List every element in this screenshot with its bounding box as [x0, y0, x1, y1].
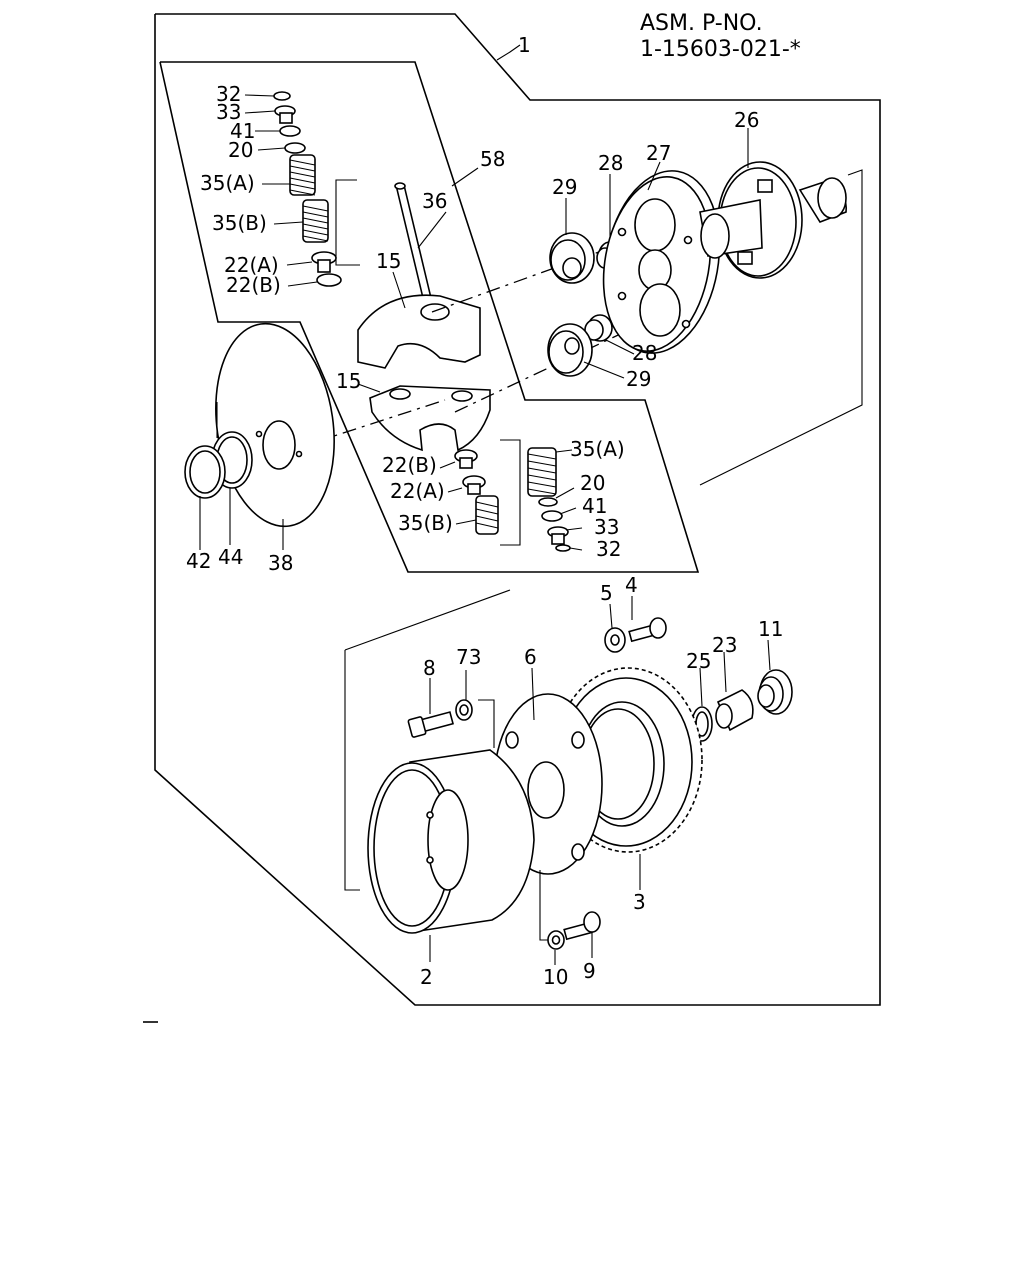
callout-1: 1	[518, 33, 531, 57]
part-22a-body	[317, 259, 331, 273]
centerline-upper	[431, 229, 661, 313]
callout-22a-lower: 22(A)	[390, 479, 445, 503]
callout-10: 10	[543, 965, 568, 989]
part-15-weight-lower	[369, 385, 491, 452]
callout-23: 23	[712, 633, 737, 657]
callout-22a-upper: 22(A)	[224, 253, 279, 277]
callout-11: 11	[758, 617, 783, 641]
part-42-ring	[184, 445, 226, 499]
callout-73: 73	[456, 645, 481, 669]
leader-15-upper	[392, 271, 406, 309]
callout-58: 58	[480, 147, 505, 171]
callout-35b-lower: 35(B)	[398, 511, 453, 535]
part-29-upper	[549, 232, 595, 284]
callout-27: 27	[646, 141, 671, 165]
spring-35a-lower	[527, 447, 557, 497]
callout-5: 5	[600, 581, 613, 605]
part-20-upper	[284, 142, 306, 154]
callout-29-upper: 29	[552, 175, 577, 199]
callout-32-lower: 32	[596, 537, 621, 561]
spring-35b-upper	[302, 199, 329, 243]
assembly-boundary	[154, 13, 881, 1006]
part-23-sleeve	[715, 689, 754, 732]
part-9-bolt	[563, 911, 601, 941]
part-26-hub	[699, 161, 847, 279]
callout-41-upper: 41	[230, 119, 255, 143]
part-38-plate	[215, 322, 335, 528]
part-20-lower	[538, 497, 558, 507]
part-22a-lower	[462, 475, 486, 495]
spring-35a-upper	[289, 154, 316, 196]
assembly-label: ASM. P-NO.	[640, 11, 763, 36]
gear-subassembly-bracket	[344, 650, 360, 891]
weight-subassembly-boundary	[159, 61, 700, 573]
callout-4: 4	[625, 573, 638, 597]
part-29-lower	[547, 323, 593, 377]
leader-15-lower	[357, 383, 381, 393]
part-41-lower	[541, 510, 563, 522]
callout-38: 38	[268, 551, 293, 575]
bracket-line	[344, 589, 511, 651]
part-27-plate	[602, 170, 721, 354]
part-33-body	[279, 112, 293, 124]
part-4-bolt	[628, 617, 667, 643]
callout-28-lower: 28	[632, 341, 657, 365]
leader-58	[451, 167, 479, 187]
part-11-cap	[757, 669, 793, 715]
callout-35a-upper: 35(A)	[200, 171, 255, 195]
callout-8: 8	[423, 656, 436, 680]
callout-42: 42	[186, 549, 211, 573]
callout-15-lower: 15	[336, 369, 361, 393]
spring-35b-lower	[475, 495, 499, 535]
part-28-lower	[584, 314, 613, 342]
callout-28-upper: 28	[598, 151, 623, 175]
callout-44: 44	[218, 545, 243, 569]
valve-stack-upper	[273, 91, 342, 287]
assembly-part-number: 1-15603-021-*	[640, 37, 801, 62]
lower-bolt-bracket	[539, 870, 548, 941]
callout-36: 36	[422, 189, 447, 213]
shaft-bracket	[699, 169, 863, 486]
part-8-bolt	[407, 711, 454, 738]
part-22b-lower	[454, 449, 478, 469]
part-36-pin	[394, 182, 432, 299]
part-5-washer	[604, 627, 626, 653]
callout-26: 26	[734, 108, 759, 132]
callout-22b-lower: 22(B)	[382, 453, 437, 477]
part-22b-upper	[316, 273, 342, 287]
part-73-washer	[455, 699, 473, 721]
part-32-upper	[273, 91, 291, 101]
callout-35b-upper: 35(B)	[212, 211, 267, 235]
bolt-bracket	[478, 699, 495, 748]
callout-22b-upper: 22(B)	[226, 273, 281, 297]
callout-20-lower: 20	[580, 471, 605, 495]
part-15-weight-upper	[357, 294, 481, 369]
part-41-upper	[279, 125, 301, 137]
callout-41-lower: 41	[582, 494, 607, 518]
callout-9: 9	[583, 959, 596, 983]
callout-33-upper: 33	[216, 100, 241, 124]
leader-36	[417, 211, 447, 249]
part-10-washer	[547, 930, 565, 950]
callout-32-upper: 32	[216, 82, 241, 106]
lower-stack-bracket	[500, 439, 521, 546]
callout-3: 3	[633, 890, 646, 914]
callout-15-upper: 15	[376, 249, 401, 273]
callout-35a-lower: 35(A)	[570, 437, 625, 461]
callout-2: 2	[420, 965, 433, 989]
callout-6: 6	[524, 645, 537, 669]
callout-20-upper: 20	[228, 138, 253, 162]
leader-1	[496, 44, 521, 61]
pin-bracket	[335, 179, 360, 266]
callout-33-lower: 33	[594, 515, 619, 539]
callout-29-lower: 29	[626, 367, 651, 391]
part-32-lower	[555, 544, 571, 552]
part-2-drum	[367, 749, 535, 934]
callout-25: 25	[686, 649, 711, 673]
